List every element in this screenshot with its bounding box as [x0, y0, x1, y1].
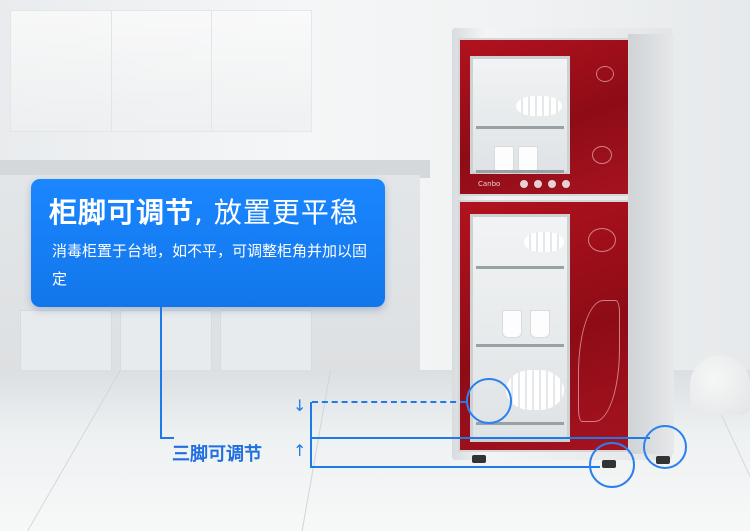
control-button [534, 180, 542, 188]
rack [476, 170, 564, 173]
counter-top [0, 160, 430, 178]
plates-image [516, 96, 562, 116]
cabinet-side [628, 34, 674, 454]
rack [476, 266, 564, 269]
arrow-up-icon: ↑ [293, 441, 307, 460]
highlight-circle [466, 378, 512, 424]
control-button [520, 180, 528, 188]
counter-cabinet-door [20, 310, 112, 372]
level-line-lower [310, 466, 600, 468]
kitchen-window [10, 10, 312, 132]
rack [476, 126, 564, 129]
brand-logo: Canbo [478, 180, 501, 188]
connector-line [160, 307, 162, 439]
feature-callout: 柜脚可调节, 放置更平稳 消毒柜置于台地，如不平，可调整柜角并加以固定 [31, 179, 385, 307]
cup-image [518, 146, 538, 174]
highlight-circle [643, 425, 687, 469]
adjustable-feet-label: 三脚可调节 [172, 444, 262, 465]
flower-decoration [588, 228, 616, 252]
cabinet-foot [472, 455, 486, 463]
callout-title-separator: , [194, 196, 204, 229]
callout-title-rest: 放置更平稳 [213, 196, 359, 229]
plates-image [524, 232, 564, 252]
control-panel [520, 180, 570, 188]
cup-image [494, 146, 514, 174]
level-line-upper [310, 437, 650, 439]
cup-image [530, 310, 550, 338]
rack [476, 344, 564, 347]
arrow-down-icon: ↓ [293, 396, 307, 415]
control-button [562, 180, 570, 188]
connector-line [160, 437, 174, 439]
callout-title: 柜脚可调节, 放置更平稳 [49, 191, 359, 231]
callout-description: 消毒柜置于台地，如不平，可调整柜角并加以固定 [52, 242, 368, 288]
counter-cabinet-door [220, 310, 312, 372]
flower-decoration [592, 146, 612, 164]
plates-image [506, 370, 564, 410]
counter-cabinet-door [120, 310, 212, 372]
rack [476, 422, 564, 425]
level-bracket [310, 402, 312, 468]
highlight-circle [589, 442, 635, 488]
background-plant [690, 355, 750, 415]
dashed-guide-line [312, 401, 466, 403]
flower-decoration [596, 66, 614, 82]
control-button [548, 180, 556, 188]
callout-title-bold: 柜脚可调节 [49, 196, 195, 229]
cup-image [502, 310, 522, 338]
